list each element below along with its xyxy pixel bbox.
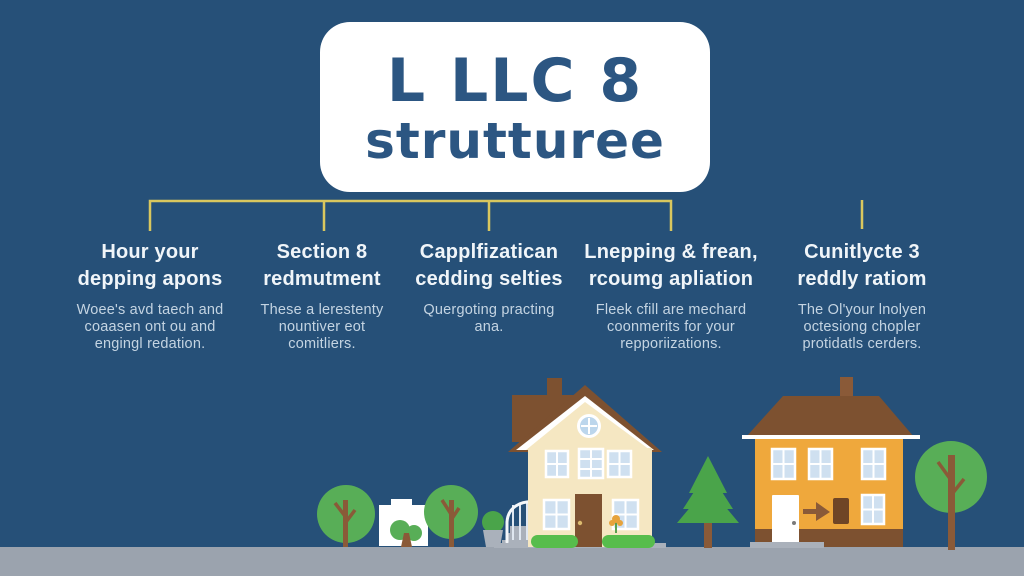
pine-tree-icon	[677, 456, 739, 548]
column-5-body: The Ol'your lnolyen octesiong chopler pr…	[797, 302, 927, 352]
shrub-icon	[390, 520, 422, 547]
door-pad	[750, 542, 824, 548]
bush-icon	[531, 535, 655, 548]
title-line-2: strutturee	[365, 112, 665, 170]
column-5: Cunitlycte 3 reddly ratiom The Ol'your l…	[762, 239, 962, 353]
connector-lines	[148, 199, 864, 231]
chimney-icon	[547, 378, 562, 404]
potted-shrub-icon	[482, 511, 504, 547]
round-tree-icon-2	[424, 485, 478, 547]
dark-window-icon	[833, 498, 849, 524]
column-4-body: Fleek cfill are mechard coonmerits for y…	[595, 302, 747, 352]
chimney-icon	[840, 377, 853, 399]
column-1-body: Woee's avd taech and coaasen ont ou and …	[76, 302, 224, 352]
column-1: Hour your depping apons Woee's avd taech…	[50, 239, 250, 353]
column-5-heading: Cunitlycte 3 reddly ratiom	[797, 241, 927, 290]
orange-house-icon	[742, 377, 920, 548]
column-2: Section 8 redmutment These a lerestenty …	[222, 239, 422, 353]
column-3: Capplfizatican cedding selties Quergotin…	[389, 239, 589, 336]
window-icon	[542, 447, 640, 531]
column-3-heading: Capplfizatican cedding selties	[415, 241, 563, 290]
window-icon	[770, 447, 887, 526]
title-line-1: L LLC 8	[386, 46, 644, 116]
column-2-heading: Section 8 redmutment	[263, 241, 381, 290]
title-card: L LLC 8 strutturee	[320, 22, 710, 192]
column-1-heading: Hour your depping apons	[77, 241, 223, 290]
column-4: Lnepping & frean, rcoumg apliation Fleek…	[571, 239, 771, 353]
round-tree-icon-3	[915, 441, 987, 550]
cream-house-icon	[508, 378, 662, 548]
ground	[0, 547, 1024, 576]
door-icon	[575, 494, 602, 547]
door-icon	[772, 495, 799, 546]
column-3-body: Quergoting practing ana.	[423, 302, 555, 335]
flower-icon	[609, 515, 623, 533]
column-2-body: These a lerestenty nountiver eot comitli…	[260, 302, 384, 352]
column-4-heading: Lnepping & frean, rcoumg apliation	[584, 241, 758, 290]
round-tree-icon-1	[317, 485, 375, 547]
round-window-icon	[577, 414, 601, 438]
arrow-right-icon	[803, 502, 830, 521]
